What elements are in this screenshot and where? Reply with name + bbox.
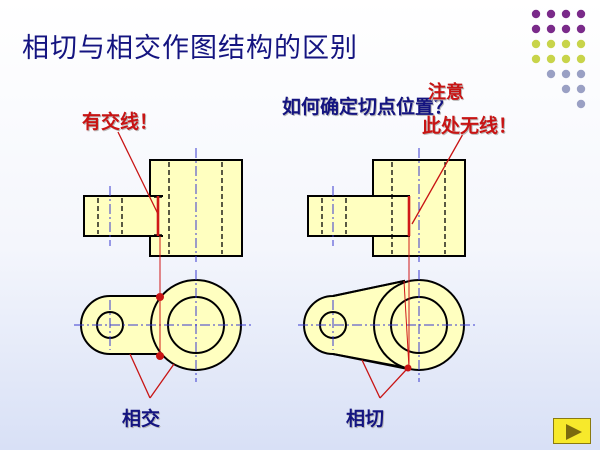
- grid-dot: [576, 24, 586, 34]
- tangent-label-leader: [379, 369, 407, 399]
- grid-dot: [576, 54, 586, 64]
- grid-dot: [561, 69, 571, 79]
- grid-dot: [546, 9, 556, 19]
- grid-dot: [546, 24, 556, 34]
- grid-dot: [531, 9, 541, 19]
- grid-dot: [531, 54, 541, 64]
- grid-dot: [546, 39, 556, 49]
- tangent-label: 相切: [346, 408, 385, 430]
- grid-dot: [576, 84, 586, 94]
- intersect-label: 相交: [122, 408, 161, 430]
- attention-note: 注意: [428, 82, 464, 103]
- grid-dot: [546, 54, 556, 64]
- tangent-ear-front: [307, 195, 410, 237]
- tangent-question: 如何确定切点位置？: [282, 96, 454, 118]
- tangent-point: [404, 364, 412, 372]
- grid-dot: [576, 9, 586, 19]
- decorative-dot-grid: [531, 9, 586, 109]
- play-triangle-icon: [566, 424, 582, 440]
- grid-dot: [561, 24, 571, 34]
- tangent-front-view: [307, 148, 466, 262]
- no-line-leader: [411, 133, 464, 225]
- grid-dot: [561, 9, 571, 19]
- no-line-note: 此处无线！: [422, 115, 518, 137]
- intersect-top-view: [74, 270, 254, 382]
- grid-dot: [561, 39, 571, 49]
- grid-dot: [576, 39, 586, 49]
- grid-dot: [561, 54, 571, 64]
- intersect-front-view: [83, 148, 243, 262]
- grid-dot: [546, 69, 556, 79]
- intersect-note: 有交线！: [82, 111, 159, 133]
- tangent-top-view: [298, 270, 478, 382]
- next-slide-button[interactable]: [553, 418, 591, 444]
- slide-title: 相切与相交作图结构的区别: [22, 33, 358, 64]
- intersect-label-leader: [149, 363, 175, 399]
- intersect-note-leader: [117, 131, 159, 215]
- grid-dot: [561, 84, 571, 94]
- grid-dot: [531, 39, 541, 49]
- grid-dot: [576, 69, 586, 79]
- intersect-ear-front: [83, 195, 163, 237]
- grid-dot: [531, 24, 541, 34]
- grid-dot: [576, 99, 586, 109]
